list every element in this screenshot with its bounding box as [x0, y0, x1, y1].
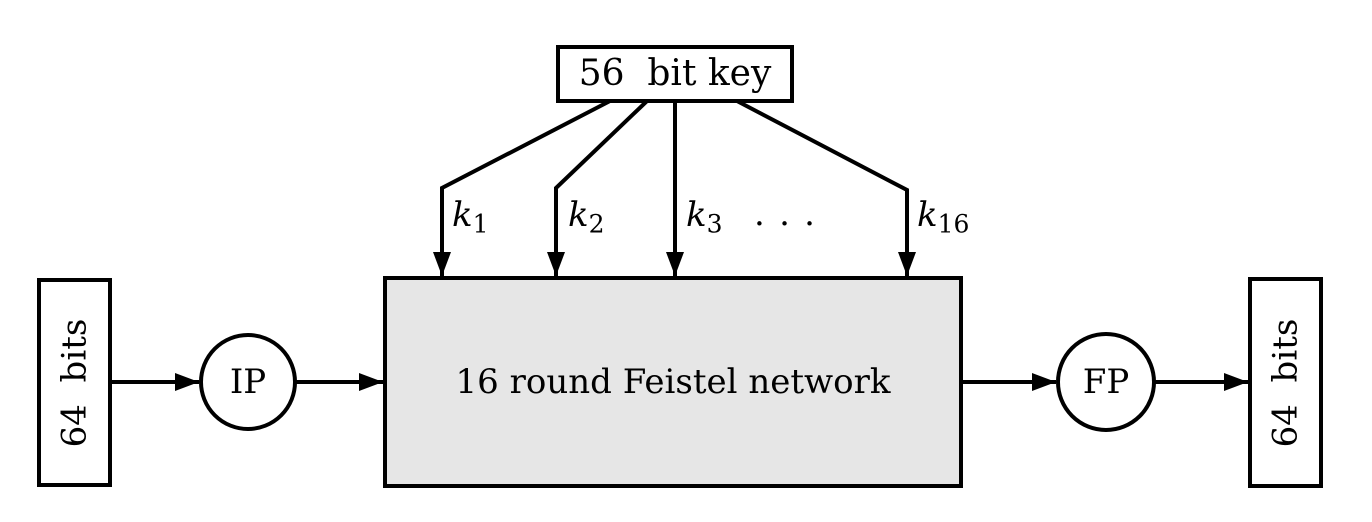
ip-node: IP [199, 333, 297, 431]
input-bits-box: 64 bits [37, 278, 112, 487]
arrow-subkey-k1 [433, 99, 611, 276]
input-bits-label: 64 bits [54, 318, 95, 447]
subkey-k16-base: k [917, 195, 938, 235]
subkey-k1-sub: 1 [472, 209, 489, 239]
subkey-k2-sub: 2 [588, 209, 605, 239]
subkey-label-k2: k2 [568, 195, 605, 236]
fp-node-label: FP [1082, 362, 1130, 402]
key-box: 56 bit key [556, 45, 794, 103]
arrow-subkey-k2 [547, 99, 649, 276]
subkey-label-k1: k1 [452, 195, 489, 236]
subkey-k3-sub: 3 [706, 209, 723, 239]
output-bits-box: 64 bits [1248, 277, 1323, 488]
subkey-k3-base: k [686, 195, 707, 235]
subkey-k2-base: k [568, 195, 589, 235]
subkey-ellipsis: ... [754, 194, 830, 234]
output-bits-label: 64 bits [1265, 318, 1306, 447]
subkey-k1-base: k [452, 195, 473, 235]
ip-node-label: IP [229, 362, 267, 402]
key-box-label: 56 bit key [578, 53, 772, 94]
subkey-label-k16: k16 [917, 195, 969, 236]
fp-node: FP [1056, 332, 1156, 432]
subkey-k16-sub: 16 [937, 209, 970, 239]
subkey-label-k3: k3 [686, 195, 723, 236]
arrow-subkey-k16 [736, 99, 916, 276]
feistel-network-label: 16 round Feistel network [455, 362, 891, 402]
feistel-network-box: 16 round Feistel network [383, 276, 963, 488]
